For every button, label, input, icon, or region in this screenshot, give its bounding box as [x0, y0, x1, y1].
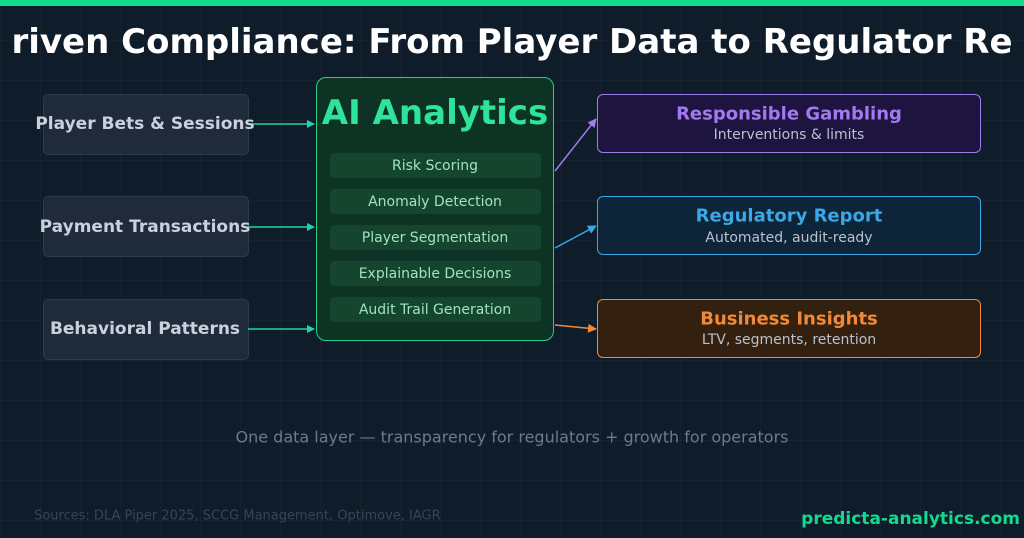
feature-label-anomaly-detection: Anomaly Detection	[368, 194, 502, 210]
input-box-player-bets	[43, 94, 249, 155]
feature-label-player-segmentation: Player Segmentation	[361, 230, 509, 246]
ai-analytics-title: AI Analytics	[321, 93, 549, 133]
output-subtitle-responsible-gambling: Interventions & limits	[713, 127, 865, 143]
input-label-player-bets: Player Bets & Sessions	[35, 114, 255, 134]
feature-pill-anomaly-detection	[330, 189, 541, 214]
output-subtitle-business-insights: LTV, segments, retention	[701, 332, 877, 348]
feature-label-explainable-decisions: Explainable Decisions	[358, 266, 512, 282]
page-title: riven Compliance: From Player Data to Re…	[11, 22, 1013, 62]
input-box-behavioral-patterns	[43, 299, 249, 360]
output-box-regulatory-report	[597, 196, 981, 255]
input-label-behavioral-patterns: Behavioral Patterns	[49, 319, 241, 339]
output-title-business-insights: Business Insights	[700, 308, 878, 330]
feature-pill-player-segmentation	[330, 225, 541, 250]
feature-pill-audit-trail	[330, 297, 541, 322]
top-accent-bar	[0, 0, 1024, 6]
tagline: One data layer — transparency for regula…	[235, 427, 789, 447]
output-subtitle-regulatory-report: Automated, audit-ready	[705, 230, 873, 246]
brand-link[interactable]: predicta-analytics.com	[801, 509, 1020, 529]
input-label-payment-transactions: Payment Transactions	[39, 217, 251, 237]
feature-label-risk-scoring: Risk Scoring	[391, 158, 479, 174]
arrow-core-to-regulatory-report	[554, 225, 597, 249]
output-box-business-insights	[597, 299, 981, 358]
feature-pill-explainable-decisions	[330, 261, 541, 286]
feature-pill-risk-scoring	[330, 153, 541, 178]
output-title-regulatory-report: Regulatory Report	[695, 205, 883, 227]
output-title-responsible-gambling: Responsible Gambling	[676, 103, 902, 125]
sources-footnote: Sources: DLA Piper 2025, SCCG Management…	[34, 508, 441, 524]
arrow-core-to-responsible-gambling	[554, 118, 597, 172]
feature-label-audit-trail: Audit Trail Generation	[358, 302, 512, 318]
output-box-responsible-gambling	[597, 94, 981, 153]
arrow-core-to-business-insights	[554, 323, 597, 333]
